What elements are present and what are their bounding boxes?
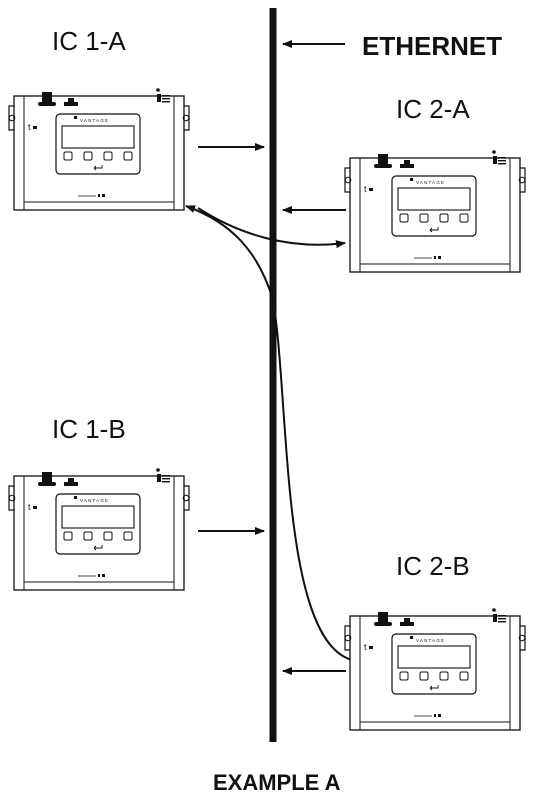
controller-device-ic-1b — [8, 467, 190, 591]
controller-label-ic-2a: IC 2-A — [396, 94, 470, 124]
ethernet-label: ETHERNET — [362, 31, 502, 61]
controller-device-ic-2b — [344, 607, 526, 731]
example-label: EXAMPLE A — [213, 770, 341, 795]
link-ic-2b-to-ic-1a — [185, 205, 353, 661]
link-ic-1a-to-ic-2a — [197, 207, 346, 249]
controller-label-ic-1a: IC 1-A — [52, 26, 126, 56]
controller-device-ic-2a — [344, 149, 526, 273]
controller-label-ic-1b: IC 1-B — [52, 414, 126, 444]
controller-device-ic-1a — [8, 87, 190, 211]
controller-label-ic-2b: IC 2-B — [396, 551, 470, 581]
